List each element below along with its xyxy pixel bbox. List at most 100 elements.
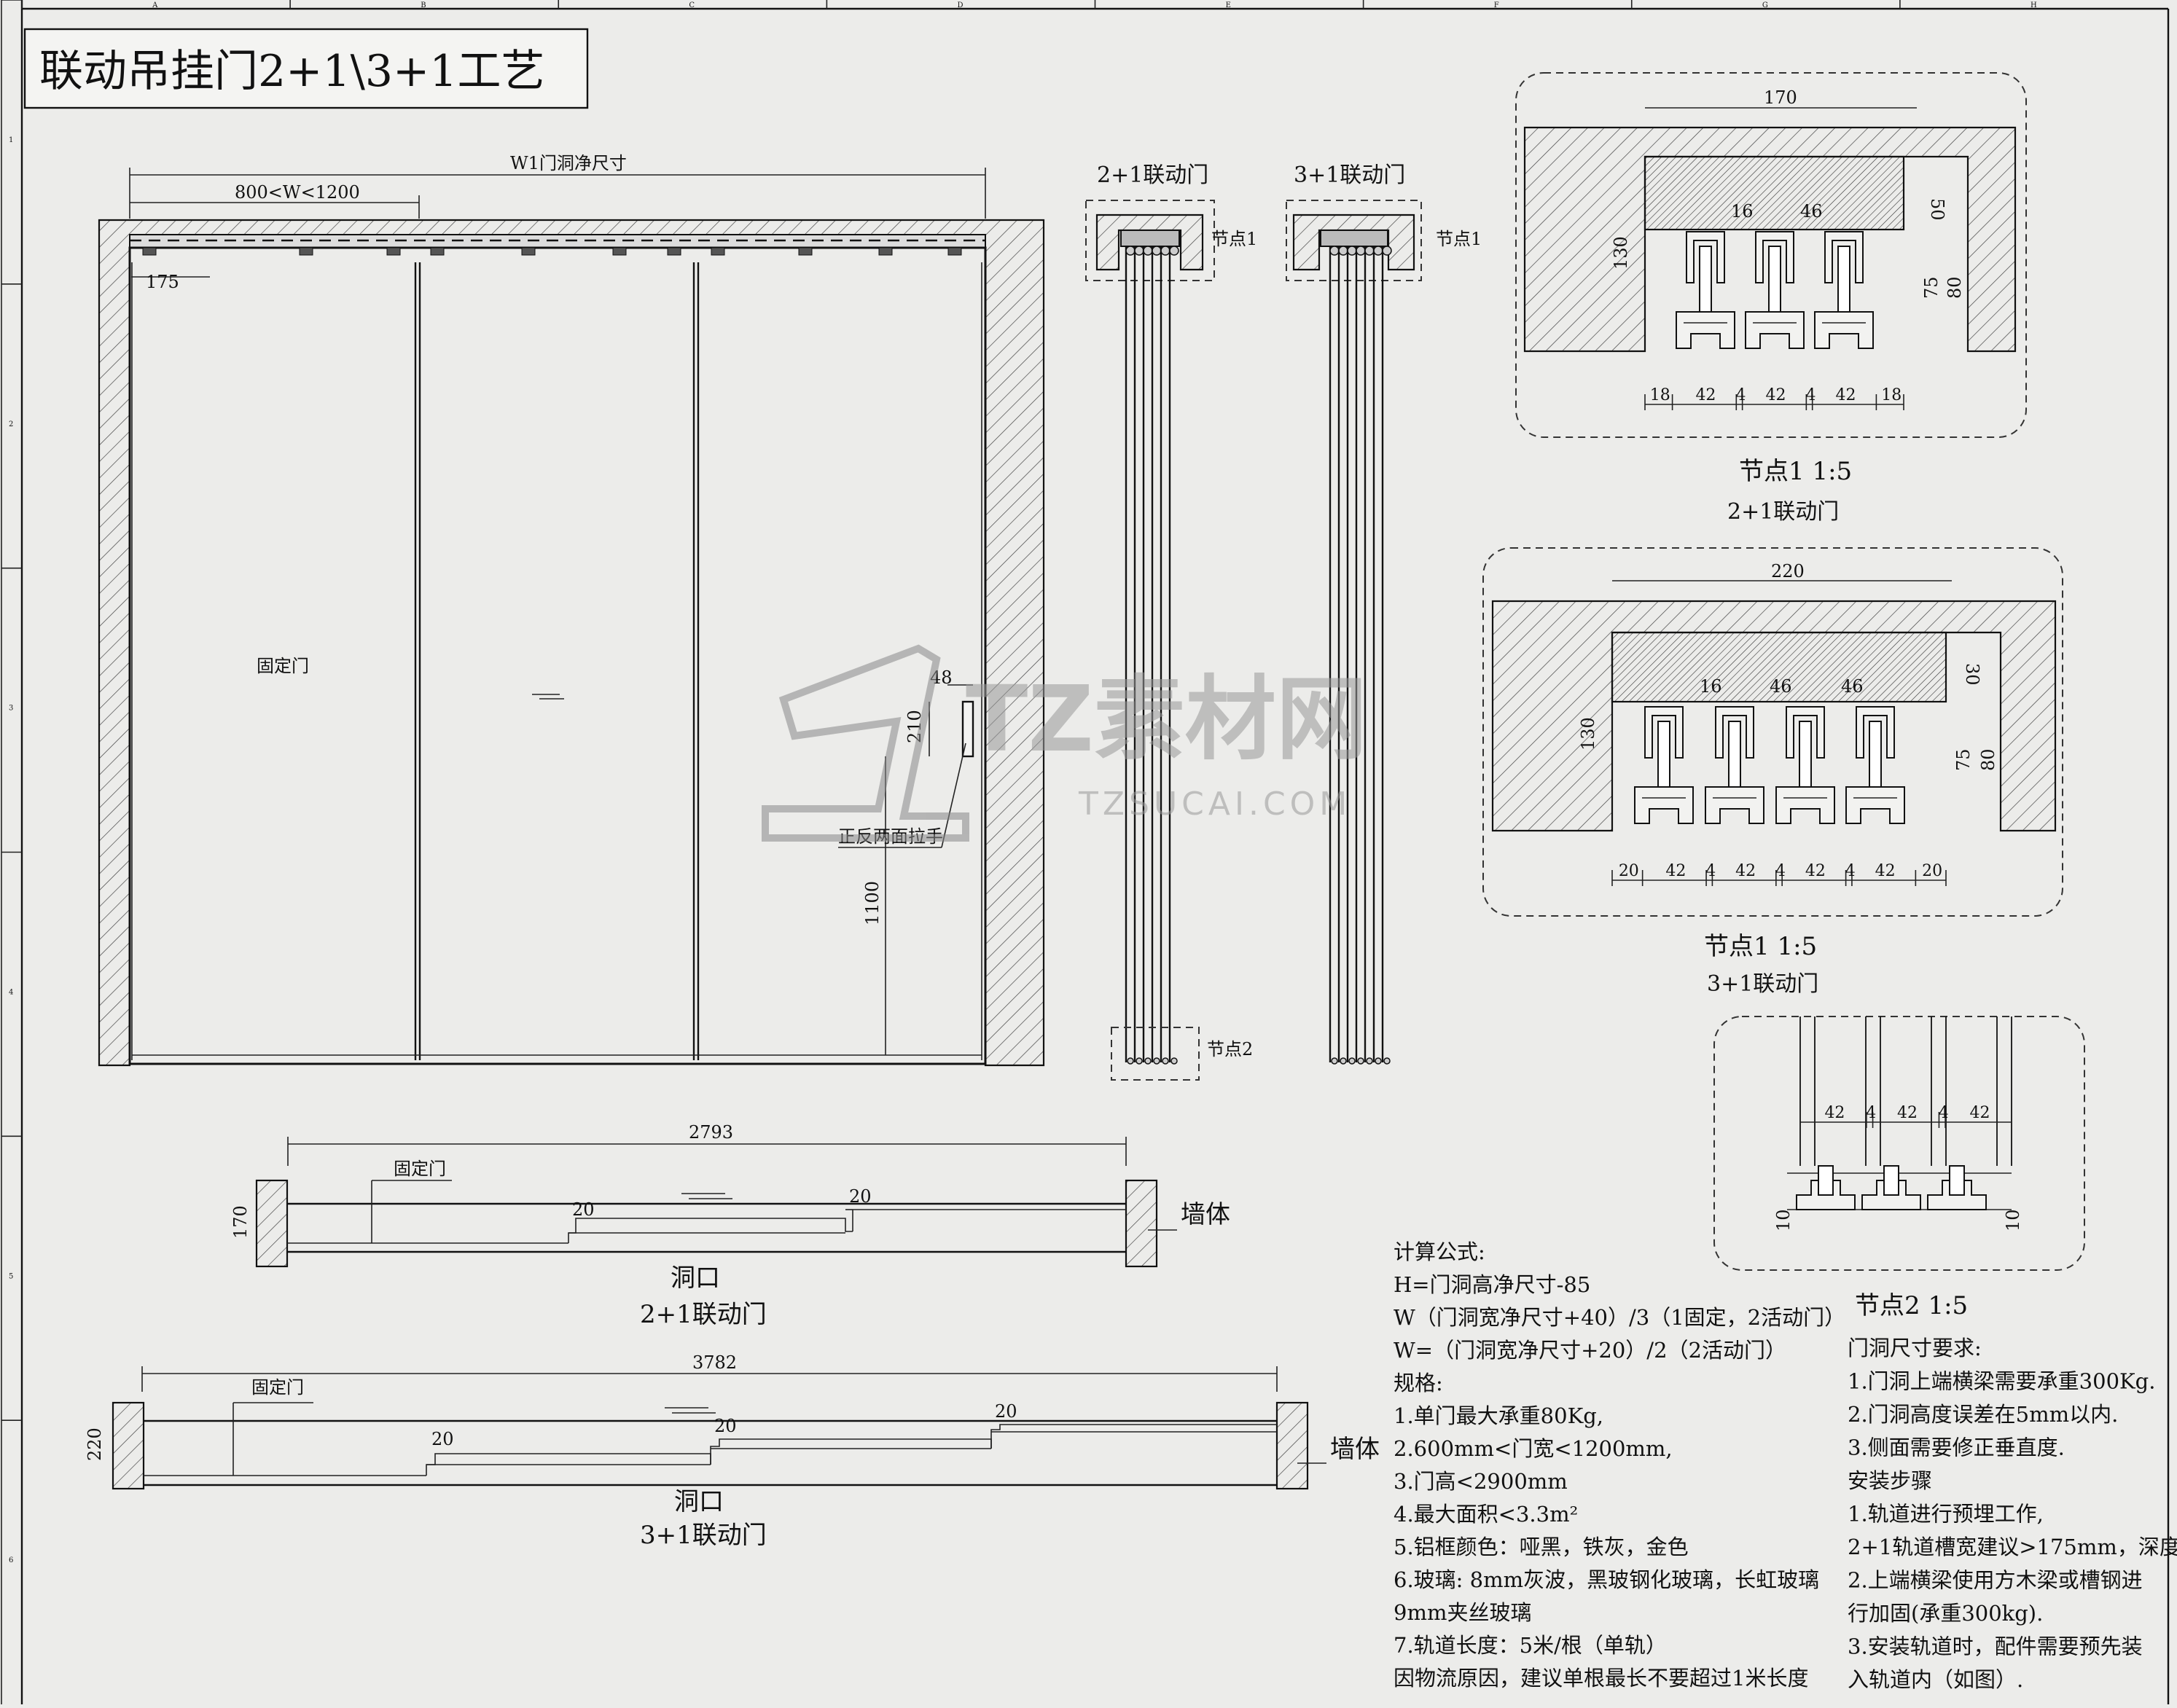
note-left-3: W=（门洞宽净尺寸+20）/2（2活动门）: [1394, 1338, 1786, 1363]
hanger-0: [1686, 231, 1725, 283]
roller-0: [142, 247, 157, 256]
grid-row-4: 4: [9, 988, 13, 996]
node2-top-2: 42: [1897, 1104, 1918, 1122]
grid-row-2: 2: [9, 420, 13, 428]
plan-2p1-opening: 洞口: [671, 1264, 720, 1293]
node1-2p1-bottom-4: 4: [1806, 386, 1816, 404]
grid-col-C: C: [689, 1, 695, 9]
plan-2p1-subtitle: 2+1联动门: [640, 1300, 767, 1329]
note-left-11: 9mm夹丝玻璃: [1394, 1600, 1531, 1625]
note-left-7: 3.门高<2900mm: [1394, 1469, 1568, 1494]
grid-col-F: F: [1494, 1, 1499, 9]
plan-3p1-wall: 墙体: [1330, 1435, 1380, 1464]
note-left-2: W（门洞宽净尺寸+40）/3（1固定，2活动门）: [1394, 1305, 1845, 1330]
node1-3p1-d75: 75: [1953, 748, 1974, 771]
note-right-8: 行加固(承重300kg).: [1848, 1601, 2043, 1626]
plan-3p1-opening: 洞口: [674, 1487, 724, 1516]
watermark-brand: TZ素材网: [966, 667, 1367, 772]
node1-2p1-gap: 16: [1731, 201, 1754, 222]
grid-col-A: A: [152, 1, 158, 9]
door-handle: [961, 700, 974, 758]
plan-3p1-dim: 3782: [692, 1352, 737, 1373]
node1-2p1-bottom-0: 18: [1650, 386, 1670, 404]
grid-col-E: E: [1226, 1, 1231, 9]
section-2p1: 2+1联动门 节点1 节点2: [1085, 162, 1257, 1081]
plan-3p1-fixed: 固定门: [251, 1377, 304, 1398]
plan-3p1-gap1: 20: [431, 1429, 454, 1449]
roller-6: [667, 247, 681, 256]
hanger-2: [1786, 706, 1825, 759]
note-right-10: 入轨道内（如图）.: [1848, 1667, 2023, 1692]
node1-3p1-bottom-1: 42: [1665, 862, 1686, 880]
node2-top-3: 4: [1939, 1104, 1949, 1122]
node1-3p1-subtitle: 3+1联动门: [1707, 971, 1818, 997]
note-right-1: 1.门洞上端横梁需要承重300Kg.: [1848, 1369, 2155, 1394]
node1-3p1-bottom-0: 20: [1619, 862, 1639, 880]
note-right-0: 门洞尺寸要求:: [1848, 1336, 1982, 1360]
notes-left: 计算公式:H=门洞高净尺寸-85W（门洞宽净尺寸+40）/3（1固定，2活动门）…: [1394, 1239, 1845, 1691]
grid-row-5: 5: [9, 1272, 13, 1280]
fixed-door-label: 固定门: [257, 656, 309, 676]
node2-title: 节点2 1:5: [1855, 1291, 1968, 1320]
hanger-3: [1856, 706, 1895, 759]
note-left-0: 计算公式:: [1394, 1239, 1485, 1264]
door-elevation: W1门洞净尺寸 800<W<1200 175 固定门 48 210 1100 正…: [98, 153, 1045, 1067]
node1-2p1-bottom-1: 42: [1695, 386, 1716, 404]
node1-2p1-d75: 75: [1921, 276, 1942, 299]
node1-2p1-height: 130: [1611, 236, 1631, 270]
note-left-13: 因物流原因，建议单根最长不要超过1米长度: [1394, 1666, 1808, 1691]
node1-2p1-bottom-6: 18: [1881, 386, 1902, 404]
note-right-6: 2+1轨道槽宽建议>175mm，深度80mm: [1848, 1535, 2177, 1559]
notes-right: 门洞尺寸要求:1.门洞上端横梁需要承重300Kg.2.门洞高度误差在5mm以内.…: [1848, 1336, 2177, 1692]
dim-leaf-range: 800<W<1200: [235, 182, 360, 203]
plan-2p1-side: 170: [230, 1205, 251, 1239]
dim-opening-width: W1门洞净尺寸: [510, 153, 627, 173]
section-3p1: 3+1联动门 节点1: [1286, 162, 1482, 1065]
node1-3p1-bottom-7: 42: [1875, 862, 1896, 880]
note-right-3: 3.侧面需要修正垂直度.: [1848, 1435, 2065, 1460]
roller-7: [711, 247, 725, 256]
node1-2p1-gap2: 46: [1800, 201, 1823, 222]
note-right-9: 3.安装轨道时，配件需要预先装: [1848, 1634, 2143, 1659]
drawing-title: 联动吊挂门2+1\3+1工艺: [39, 46, 544, 97]
watermark: TZ素材网 TZSUCAI.COM: [762, 644, 1367, 842]
node1-3p1-gap-2: 46: [1770, 676, 1792, 697]
node2-left-dim: 10: [1773, 1209, 1794, 1231]
plan-3p1-gap3: 20: [995, 1401, 1017, 1422]
node1-3p1-bottom-4: 4: [1775, 862, 1786, 880]
note-right-4: 安装步骤: [1848, 1468, 1932, 1493]
node1-2p1-bottom-5: 42: [1836, 386, 1856, 404]
node1-3p1-top: 30: [1962, 663, 1982, 686]
dim-175: 175: [146, 272, 179, 292]
plan-2p1-wall: 墙体: [1181, 1200, 1230, 1229]
grid-row-6: 6: [9, 1556, 13, 1564]
handle-mount-height: 1100: [862, 881, 883, 925]
node1-3p1-bottom-8: 20: [1922, 862, 1942, 880]
note-left-10: 6.玻璃: 8mm灰波，黑玻钢化玻璃，长虹玻璃: [1394, 1567, 1819, 1592]
node1-3p1-bottom-2: 4: [1705, 862, 1716, 880]
node1-2p1-width: 170: [1764, 87, 1797, 108]
node1-3p1-title: 节点1 1:5: [1704, 932, 1817, 961]
plan-3p1-subtitle: 3+1联动门: [640, 1521, 767, 1550]
roller-5: [612, 247, 627, 256]
watermark-url: TZSUCAI.COM: [1078, 786, 1351, 823]
note-left-5: 1.单门最大承重80Kg,: [1394, 1403, 1603, 1428]
note-left-4: 规格:: [1394, 1371, 1443, 1395]
node1-3p1-bottom-6: 4: [1845, 862, 1856, 880]
note-left-6: 2.600mm<门宽<1200mm,: [1394, 1436, 1673, 1461]
note-left-12: 7.轨道长度：5米/根（单轨）: [1394, 1633, 1667, 1658]
node1-3p1-d80: 80: [1978, 748, 1998, 771]
grid-row-1: 1: [9, 136, 13, 144]
node2-top-0: 42: [1824, 1104, 1845, 1122]
section-2p1-node1: 节点1: [1211, 229, 1257, 249]
note-right-5: 1.轨道进行预埋工作,: [1848, 1502, 2044, 1527]
node1-3p1-gap-1: 16: [1700, 676, 1722, 697]
grid-col-B: B: [421, 1, 426, 9]
plan-2p1-gap2: 20: [849, 1186, 872, 1207]
node1-2p1-bottom-2: 4: [1735, 386, 1746, 404]
node1-3p1-bottom-5: 42: [1805, 862, 1826, 880]
section-2p1-title: 2+1联动门: [1097, 162, 1208, 188]
